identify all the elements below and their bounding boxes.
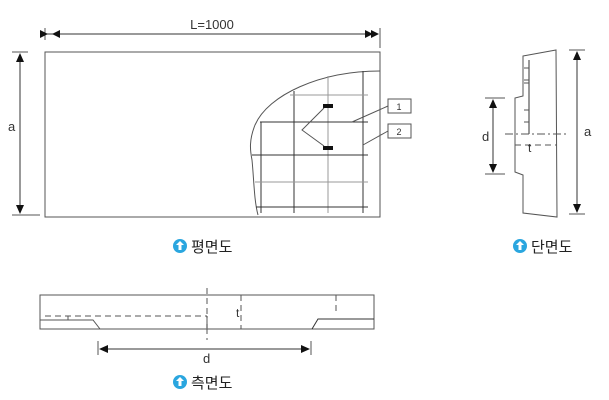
plan-outline xyxy=(44,51,381,218)
callout-2-label: 2 xyxy=(396,127,401,137)
section-a-label: a xyxy=(584,124,592,139)
caption-section: 단면도 xyxy=(513,239,573,256)
length-label: L=1000 xyxy=(190,17,234,32)
caption-plan: 평면도 xyxy=(173,239,233,256)
callout-1-label: 1 xyxy=(396,102,401,112)
svg-text:평면도: 평면도 xyxy=(191,239,233,256)
plan-view: L=1000 a 1 2 xyxy=(8,17,412,218)
callout-2 xyxy=(387,123,412,139)
svg-text:단면도: 단면도 xyxy=(531,239,573,256)
side-view: t d xyxy=(39,288,375,366)
rebar-grid xyxy=(252,71,368,213)
section-view: t d a xyxy=(482,49,592,218)
marker-bottom xyxy=(323,146,333,150)
svg-text:측면도: 측면도 xyxy=(191,375,233,392)
caption-side: 측면도 xyxy=(173,375,233,392)
callout-1 xyxy=(387,98,412,114)
side-d-label: d xyxy=(203,351,210,366)
section-d-label: d xyxy=(482,129,489,144)
a-label: a xyxy=(8,119,16,134)
marker-top xyxy=(323,104,333,108)
section-outline xyxy=(514,49,558,218)
section-t-label: t xyxy=(528,141,532,155)
cutaway-curve xyxy=(249,70,381,216)
side-t-label: t xyxy=(236,306,240,320)
